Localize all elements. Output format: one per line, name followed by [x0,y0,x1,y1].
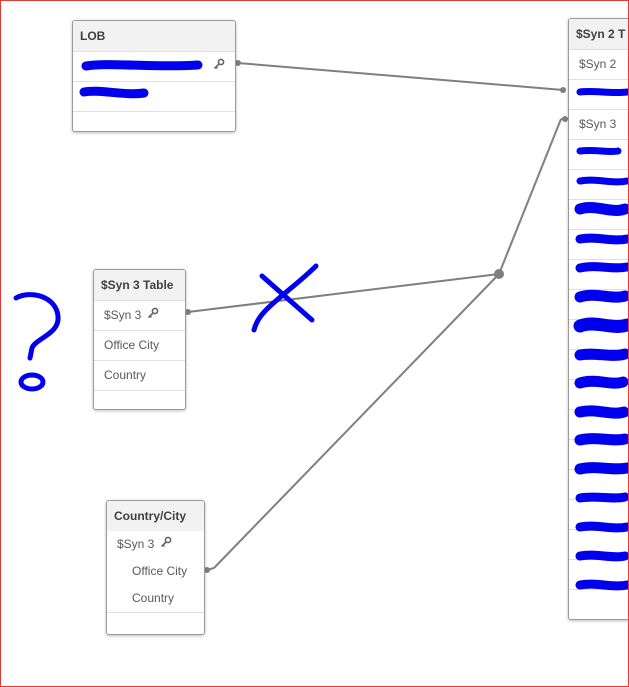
redaction-mark [574,375,629,389]
field-row-syn3[interactable]: $Syn 3 [94,300,185,330]
field-row-redacted[interactable] [569,259,629,289]
table-footer [73,111,235,131]
table-title: Country/City [107,501,204,531]
table-syn3[interactable]: $Syn 3 Table $Syn 3 Office City Country [93,269,186,410]
syn3-table-link [187,273,500,313]
field-row-office-city[interactable]: Office City [94,330,185,360]
cross-mark [259,273,315,323]
link-endpoint [562,116,568,122]
link-endpoint [235,60,241,66]
question-mark-dot [18,372,46,392]
field-label: Country [132,591,175,605]
field-label: Office City [104,338,160,352]
field-row-redacted[interactable] [569,589,629,619]
redaction-mark [575,550,629,562]
redaction-mark [574,462,629,475]
field-label: Office City [132,564,188,578]
field-row-office-city[interactable]: Office City [107,558,204,585]
field-label: $Syn 3 [579,117,617,131]
key-icon [213,52,225,81]
redaction-mark [576,176,629,186]
field-row-syn2[interactable]: $Syn 2 [569,49,629,79]
redaction-mark [575,233,629,245]
field-row-redacted[interactable] [569,229,629,259]
redaction-mark [574,348,629,361]
redaction-mark [79,86,149,99]
key-icon [160,531,172,558]
redaction-mark [575,492,629,503]
table-lob[interactable]: LOB [72,20,236,132]
field-row-redacted[interactable] [569,79,629,109]
field-row-redacted[interactable] [73,51,235,81]
redaction-mark [574,202,629,216]
redaction-mark [574,289,629,303]
redaction-mark [573,317,629,333]
field-label: $Syn 2 [579,57,617,71]
redaction-mark [575,262,629,273]
redaction-mark [575,579,629,591]
field-row-redacted[interactable] [569,169,629,199]
field-row-redacted[interactable] [73,81,235,111]
cross-mark [251,263,319,333]
link-endpoint [560,87,566,93]
redaction-mark [81,60,203,71]
field-row-redacted[interactable] [569,289,629,319]
table-title: $Syn 2 T [569,19,629,49]
redaction-mark [574,405,629,419]
redaction-mark [574,433,629,446]
key-icon [147,301,159,330]
table-footer [107,612,204,633]
hub-to-syn2-link [498,118,562,275]
table-footer [94,390,185,409]
table-country-city[interactable]: Country/City $Syn 3 Office City Country [106,500,205,635]
lob-to-syn2-link [237,62,564,91]
field-label: Country [104,368,147,382]
table-title: $Syn 3 Table [94,270,185,300]
field-row-country[interactable]: Country [94,360,185,390]
link-endpoint [204,567,210,573]
synthetic-key-hub[interactable] [494,269,504,279]
link-endpoint [185,309,191,315]
field-row-syn3[interactable]: $Syn 3 [107,531,204,558]
field-label: $Syn 3 [104,308,142,322]
redaction-mark [576,146,622,156]
redaction-mark [576,87,629,97]
field-row-syn3[interactable]: $Syn 3 [569,109,629,139]
field-row-country[interactable]: Country [107,585,204,612]
question-mark [13,292,61,361]
table-title: LOB [73,21,235,51]
country-city-link [213,273,500,569]
field-row-redacted[interactable] [569,139,629,169]
redaction-mark [575,521,629,533]
field-row-redacted[interactable] [569,199,629,229]
field-label: $Syn 3 [117,537,155,551]
